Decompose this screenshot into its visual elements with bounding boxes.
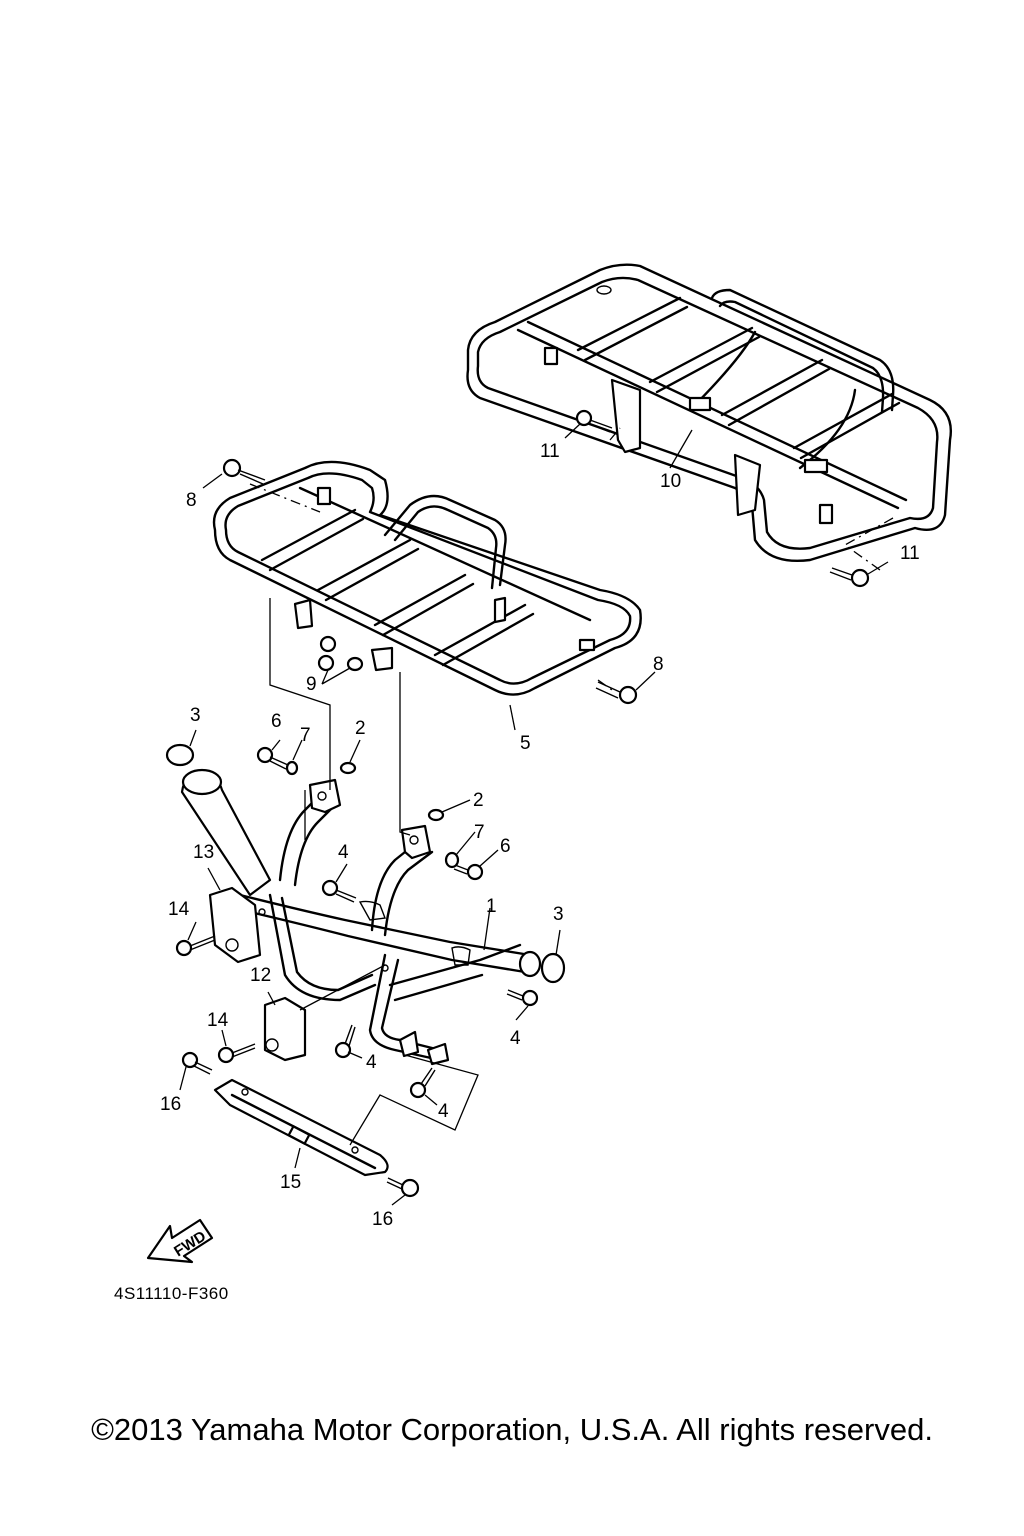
callout-10: 10 bbox=[660, 471, 681, 492]
callout-4: 4 bbox=[510, 1028, 521, 1049]
callout-8: 8 bbox=[653, 654, 664, 675]
callout-6: 6 bbox=[500, 836, 511, 857]
callout-7: 7 bbox=[300, 725, 311, 746]
callout-5: 5 bbox=[520, 733, 531, 754]
callout-15: 15 bbox=[280, 1172, 301, 1193]
callout-12: 12 bbox=[250, 965, 271, 986]
callout-3: 3 bbox=[553, 904, 564, 925]
callout-11: 11 bbox=[900, 543, 920, 564]
callout-3: 3 bbox=[190, 705, 201, 726]
callout-11: 11 bbox=[540, 441, 560, 462]
callout-8: 8 bbox=[186, 490, 197, 511]
callout-4: 4 bbox=[366, 1052, 377, 1073]
leader-lines bbox=[179, 423, 889, 1206]
callout-1: 1 bbox=[486, 896, 497, 917]
stay-plate bbox=[213, 1078, 389, 1177]
rubber-blocks bbox=[208, 886, 307, 1062]
callout-14: 14 bbox=[207, 1010, 229, 1031]
fasteners bbox=[165, 409, 870, 1198]
copyright-notice: ©2013 Yamaha Motor Corporation, U.S.A. A… bbox=[91, 1412, 933, 1447]
callout-9: 9 bbox=[306, 674, 317, 695]
callout-13: 13 bbox=[193, 842, 214, 863]
callout-2: 2 bbox=[473, 790, 484, 811]
callout-7: 7 bbox=[474, 822, 485, 843]
front-rack bbox=[212, 460, 642, 696]
callout-2: 2 bbox=[355, 718, 366, 739]
callout-16: 16 bbox=[372, 1209, 393, 1230]
drawing-code: 4S11110-F360 bbox=[114, 1284, 229, 1303]
callout-4: 4 bbox=[338, 842, 349, 863]
rear-rack bbox=[466, 263, 952, 571]
callout-4: 4 bbox=[438, 1101, 449, 1122]
forward-arrow-icon: FWD bbox=[146, 1218, 214, 1264]
main-frame bbox=[180, 768, 542, 1066]
callout-labels: 1 2 2 3 3 4 4 4 4 5 6 6 7 7 8 8 9 10 11 … bbox=[160, 441, 920, 1230]
callout-6: 6 bbox=[271, 711, 282, 732]
callout-16: 16 bbox=[160, 1094, 181, 1115]
callout-14: 14 bbox=[168, 899, 190, 920]
